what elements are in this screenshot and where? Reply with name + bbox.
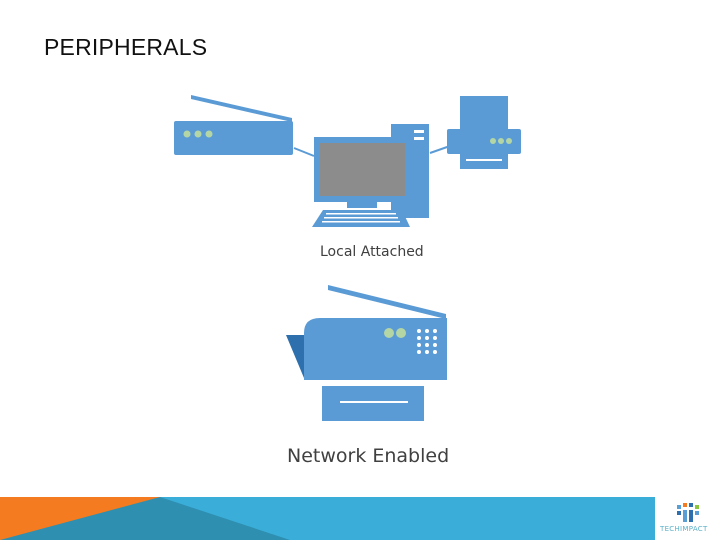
peripherals-diagram [174,95,521,421]
computer-icon [312,124,429,227]
network-enabled-caption: Network Enabled [287,445,450,467]
scanner-connector-line [293,147,315,157]
techimpact-logo [677,503,699,522]
slide-title: PERIPHERALS [44,34,208,60]
logo-wordmark: TECHIMPACT [660,525,708,533]
network-printer-icon [286,285,447,421]
footer-band [0,497,720,540]
printer-connector-line [429,145,451,154]
local-printer-icon [447,96,521,169]
scanner-icon [174,95,293,155]
local-attached-caption: Local Attached [320,244,424,260]
